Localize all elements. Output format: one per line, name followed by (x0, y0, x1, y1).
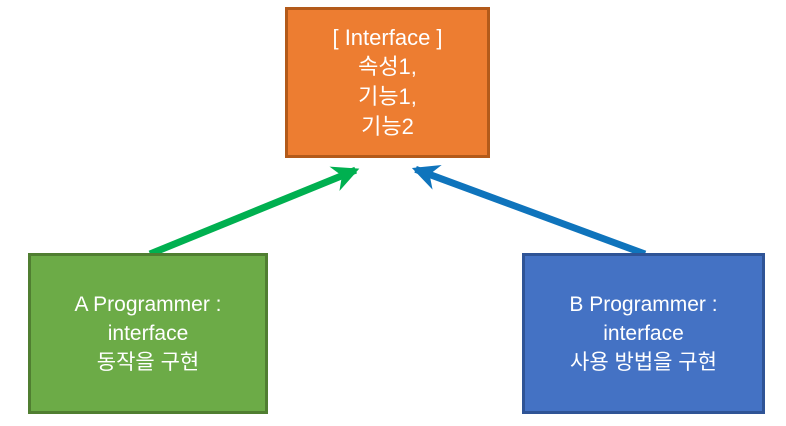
node-a-programmer: A Programmer : interface 동작을 구현 (28, 253, 268, 414)
node-interface: [ Interface ] 속성1, 기능1, 기능2 (285, 7, 490, 158)
node-a-programmer-line-2: interface (107, 321, 189, 345)
node-interface-line-2: 속성1, (358, 54, 417, 80)
node-a-programmer-line-1: A Programmer : (74, 292, 222, 316)
node-interface-line-3: 기능1, (358, 84, 417, 109)
arrow-a-programmer-to-interface (148, 166, 360, 258)
node-interface-line-4: 기능2 (361, 113, 414, 139)
node-b-programmer-line-2: interface (603, 321, 684, 345)
node-a-programmer-line-3: 동작을 구현 (96, 351, 200, 375)
node-b-programmer-line-3: 사용 방법을 구현 (570, 351, 717, 375)
node-b-programmer-line-1: B Programmer : (569, 292, 718, 316)
node-b-programmer: B Programmer : interface 사용 방법을 구현 (522, 253, 765, 414)
node-interface-line-1: [ Interface ] (332, 24, 443, 50)
arrow-b-programmer-to-interface (411, 164, 647, 258)
